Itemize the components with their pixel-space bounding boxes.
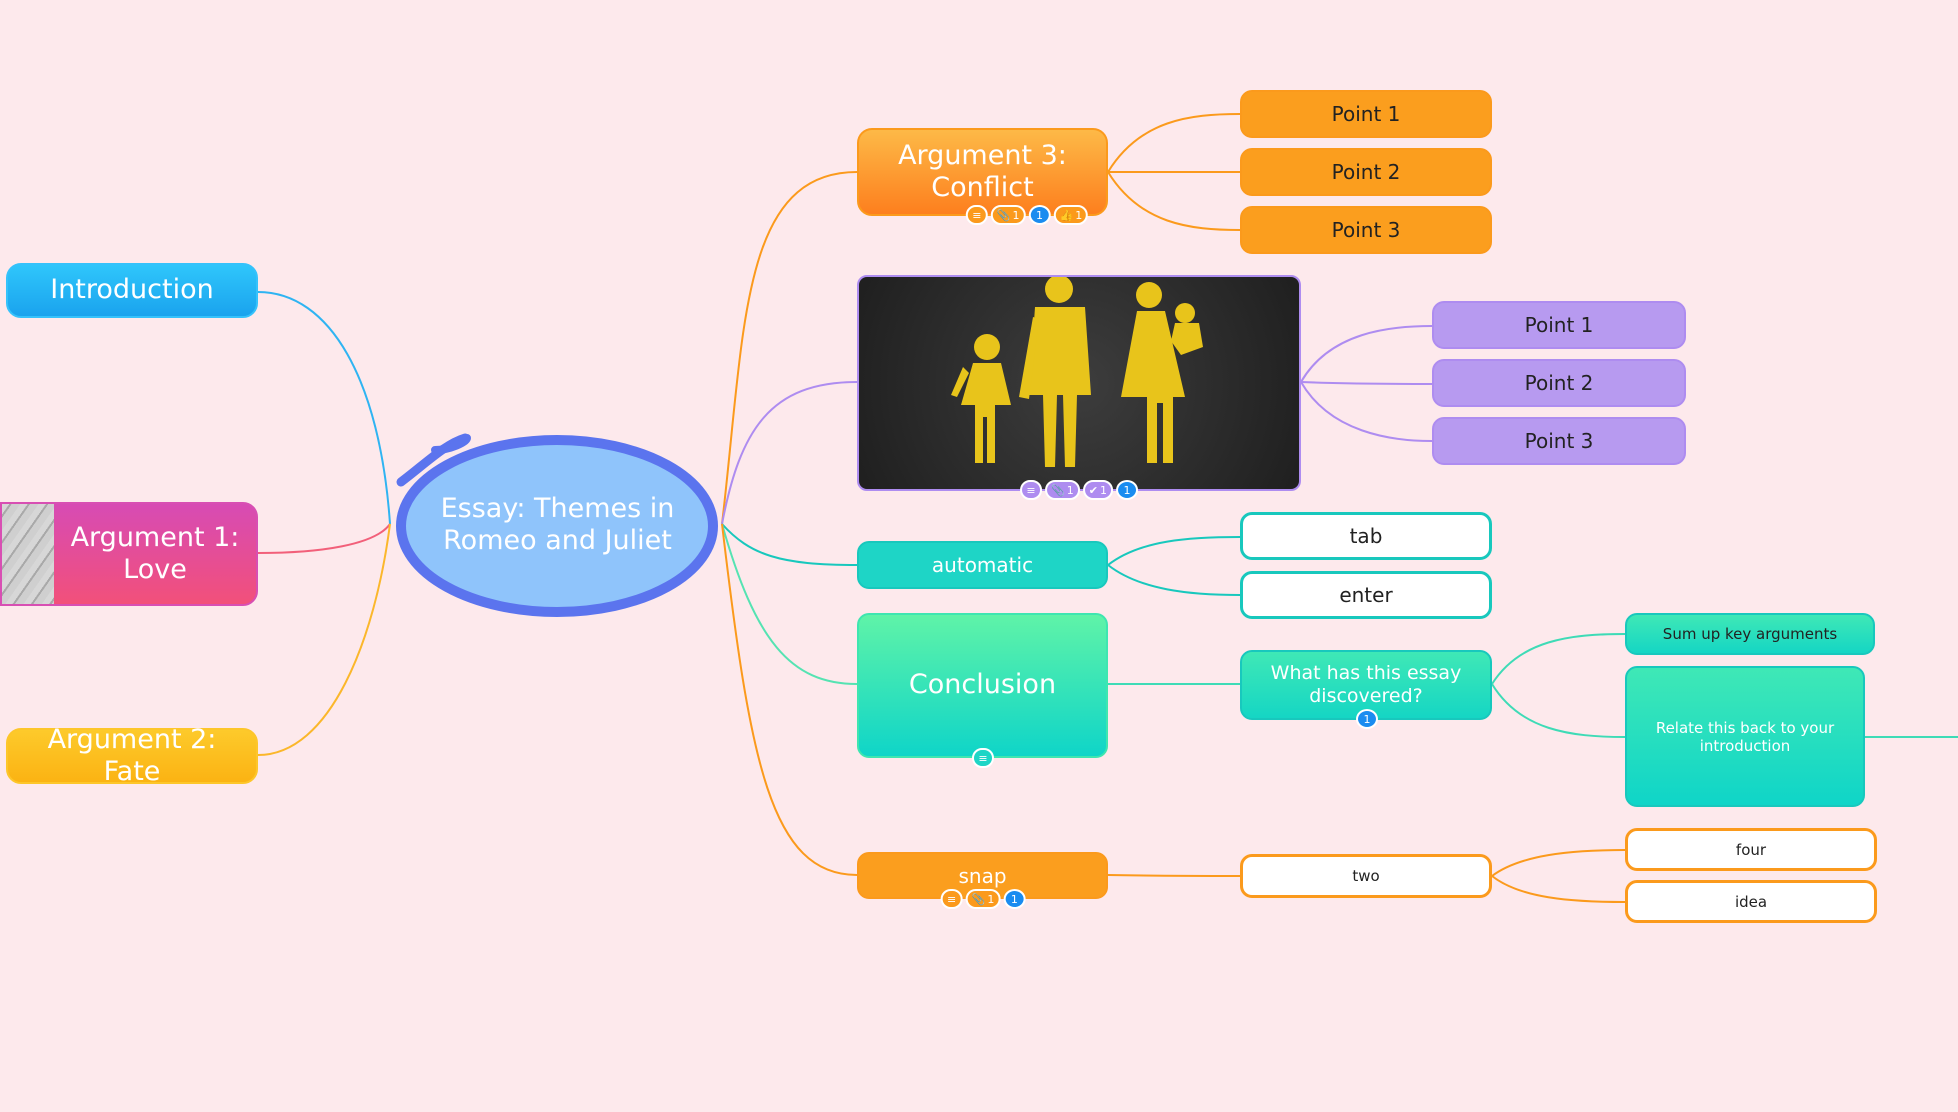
- grandchild-idea[interactable]: idea: [1625, 880, 1877, 923]
- attachment-count: 1: [1012, 208, 1020, 222]
- note-icon[interactable]: ≡: [965, 205, 988, 225]
- image-topic-badges: ≡ 📎 1 ✔ 1 1: [1020, 480, 1138, 500]
- central-topic-label: Essay: Themes in Romeo and Juliet: [440, 492, 675, 556]
- note-icon[interactable]: ≡: [940, 889, 963, 909]
- snap-badges: ≡ 📎 1 1: [940, 889, 1026, 909]
- paperclip-icon: 📎: [996, 208, 1011, 222]
- central-topic[interactable]: Essay: Themes in Romeo and Juliet: [420, 460, 695, 590]
- thumbs-up-icon: 👍: [1059, 208, 1074, 222]
- answer-sum-up[interactable]: Sum up key arguments: [1625, 613, 1875, 655]
- comment-icon[interactable]: 1: [1028, 205, 1051, 225]
- topic-argument2[interactable]: Argument 2: Fate: [6, 724, 258, 787]
- answer-relate-back[interactable]: Relate this back to your introduction: [1625, 666, 1865, 807]
- question-badges: 1: [1356, 709, 1378, 729]
- link-snap: [721, 523, 858, 876]
- topic-argument3-label: Argument 3: Conflict: [898, 139, 1067, 203]
- link-image-topic: [721, 381, 858, 525]
- attachment-badge[interactable]: 📎 1: [965, 889, 1001, 909]
- comment-icon[interactable]: 1: [1356, 709, 1378, 729]
- link-introduction: [257, 291, 391, 525]
- paperclip-icon: 📎: [1051, 483, 1065, 497]
- link-automatic: [721, 523, 858, 566]
- topic-automatic[interactable]: automatic: [857, 541, 1108, 589]
- question-node[interactable]: What has this essay discovered?: [1240, 650, 1492, 720]
- topic-argument2-label: Argument 2: Fate: [47, 723, 217, 787]
- automatic-child-tab[interactable]: tab: [1240, 512, 1492, 560]
- snap-child-two[interactable]: two: [1240, 854, 1492, 898]
- topic-image[interactable]: [857, 275, 1301, 491]
- topic-conclusion[interactable]: Conclusion: [857, 613, 1108, 758]
- note-icon[interactable]: ≡: [1020, 480, 1043, 500]
- family-image: [951, 277, 1203, 467]
- like-count: 1: [1075, 208, 1083, 222]
- link-argument2: [257, 523, 391, 756]
- argument3-badges: ≡ 📎 1 1 👍 1: [965, 205, 1089, 225]
- image-point-2[interactable]: Point 2: [1432, 359, 1686, 407]
- paperclip-icon: 📎: [971, 892, 986, 906]
- comment-icon[interactable]: 1: [1003, 889, 1026, 909]
- topic-argument1-label: Argument 1: Love: [70, 521, 240, 585]
- image-point-1[interactable]: Point 1: [1432, 301, 1686, 349]
- link-argument1: [257, 523, 391, 554]
- image-point-3[interactable]: Point 3: [1432, 417, 1686, 465]
- automatic-child-enter[interactable]: enter: [1240, 571, 1492, 619]
- topic-argument1[interactable]: Argument 1: Love: [0, 502, 258, 606]
- topic-introduction-label: Introduction: [50, 274, 214, 306]
- link-argument3: [721, 171, 858, 525]
- comment-icon[interactable]: 1: [1115, 480, 1138, 500]
- conclusion-badges: ≡: [972, 748, 994, 768]
- central-topic-outline: [396, 433, 718, 617]
- attachment-badge[interactable]: 📎 1: [990, 205, 1026, 225]
- argument1-thumbnail-image: [2, 504, 54, 604]
- grandchild-four[interactable]: four: [1625, 828, 1877, 871]
- topic-argument3[interactable]: Argument 3: Conflict: [857, 128, 1108, 216]
- argument3-point-1[interactable]: Point 1: [1240, 90, 1492, 138]
- note-icon[interactable]: ≡: [972, 748, 994, 768]
- argument3-point-3[interactable]: Point 3: [1240, 206, 1492, 254]
- link-conclusion: [721, 523, 858, 685]
- attachment-badge[interactable]: 📎 1: [1045, 480, 1080, 500]
- check-icon: ✔: [1088, 483, 1098, 497]
- comment-count: 1: [1036, 208, 1043, 222]
- topic-introduction[interactable]: Introduction: [6, 263, 258, 318]
- argument3-point-2[interactable]: Point 2: [1240, 148, 1492, 196]
- like-badge[interactable]: 👍 1: [1053, 205, 1089, 225]
- task-badge[interactable]: ✔ 1: [1082, 480, 1113, 500]
